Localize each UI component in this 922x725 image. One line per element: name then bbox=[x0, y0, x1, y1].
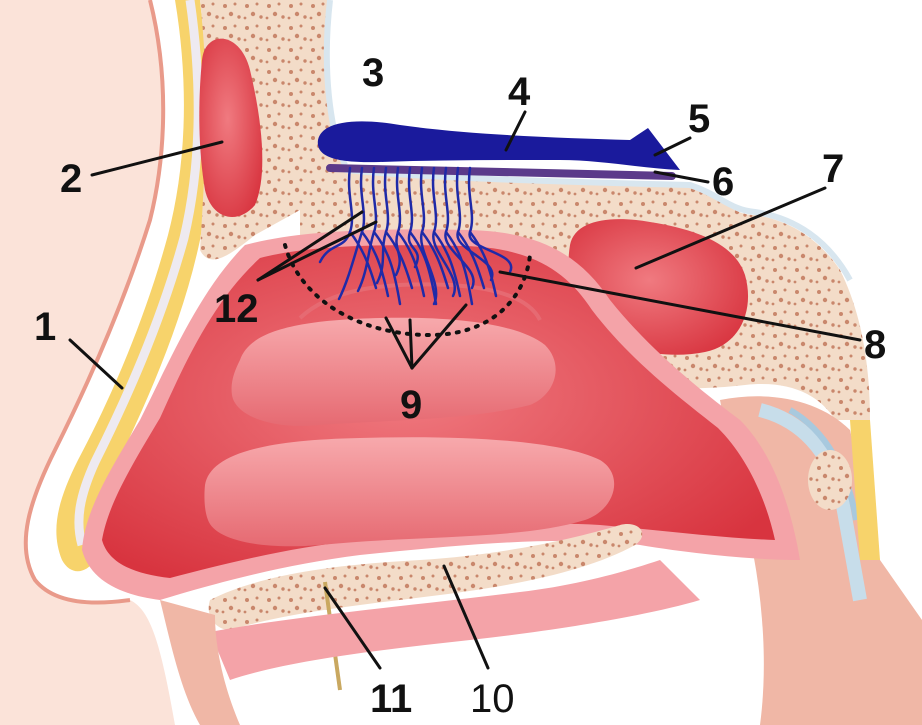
label-3: 3 bbox=[362, 51, 384, 95]
label-12: 12 bbox=[214, 287, 259, 331]
label-11: 11 bbox=[370, 677, 412, 721]
label-6: 6 bbox=[712, 160, 734, 204]
leader-9b bbox=[410, 320, 412, 368]
label-10: 10 bbox=[470, 677, 515, 721]
label-7: 7 bbox=[822, 147, 844, 191]
label-5: 5 bbox=[688, 97, 710, 141]
label-2: 2 bbox=[60, 157, 82, 201]
label-4: 4 bbox=[508, 70, 531, 114]
label-8: 8 bbox=[864, 323, 886, 367]
olfactory-bulb-and-tract bbox=[318, 121, 680, 170]
label-1: 1 bbox=[34, 305, 56, 349]
label-9: 9 bbox=[400, 383, 422, 427]
